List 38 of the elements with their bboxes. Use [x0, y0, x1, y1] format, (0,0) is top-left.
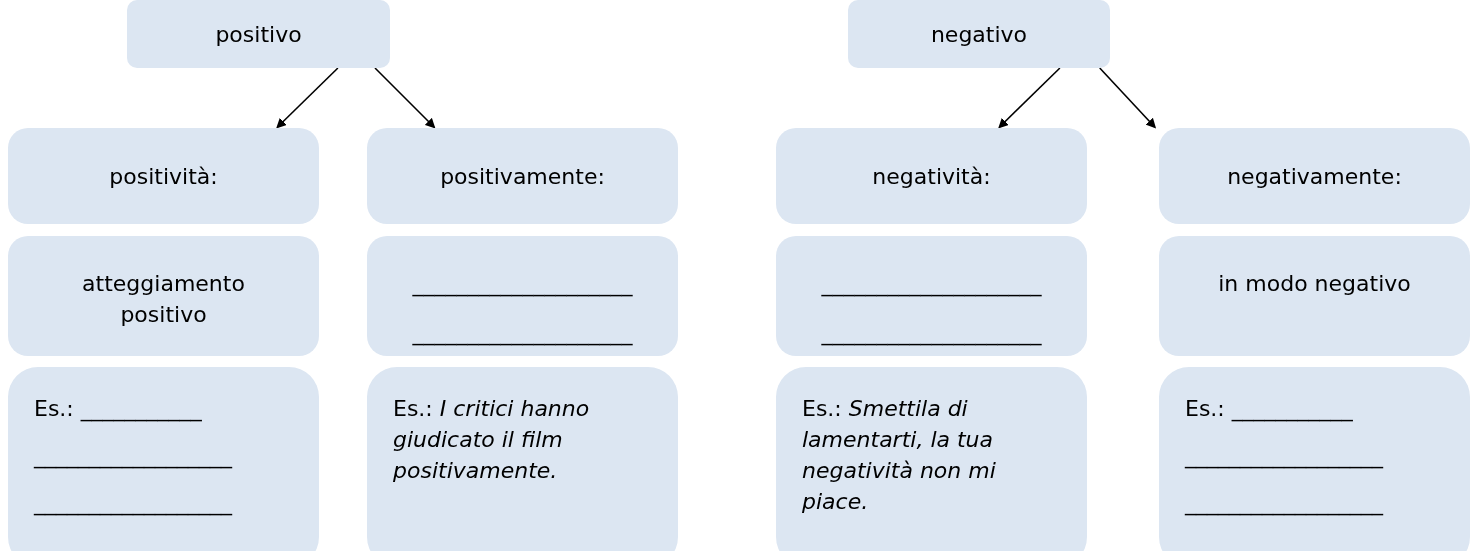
label-box: [8, 367, 319, 551]
label-box: [1159, 128, 1470, 224]
box-text: ____________________: [412, 319, 633, 348]
arrow: [1098, 67, 1157, 129]
box-text: __________________: [34, 489, 232, 518]
box-text: positività:: [109, 162, 218, 191]
arrow: [998, 67, 1061, 129]
box-text: __________________: [1185, 489, 1383, 518]
box-text: positivamente:: [440, 162, 605, 191]
label-box: [1159, 367, 1470, 551]
box-text: ____________________: [412, 270, 633, 299]
label-box: [367, 236, 678, 356]
label-box: [776, 367, 1087, 551]
box-text: ____________________: [821, 270, 1042, 299]
label-box: [127, 0, 390, 68]
label-box: [776, 236, 1087, 356]
box-text: Es.: ___________: [34, 395, 202, 424]
box-text: Es.: I critici hanno giudicato il film positivamente.: [393, 395, 591, 485]
box-text: negatività:: [872, 162, 991, 191]
label-box: [8, 128, 319, 224]
arrow: [374, 67, 436, 129]
label-box: [367, 367, 678, 551]
label-box: [367, 128, 678, 224]
box-text: in modo negativo: [1218, 270, 1411, 298]
box-text: Es.: Smettila di lamentarti, la tua negatività non mi piace.: [802, 395, 997, 516]
label-box: [1159, 236, 1470, 356]
box-text: Es.: ___________: [1185, 395, 1353, 424]
arrow: [276, 67, 339, 129]
box-text: ____________________: [821, 319, 1042, 348]
label-box: [776, 128, 1087, 224]
label-box: [848, 0, 1110, 68]
box-text: __________________: [34, 442, 232, 471]
box-text: __________________: [1185, 442, 1383, 471]
box-text: negativo: [930, 20, 1028, 49]
box-text: negativamente:: [1227, 162, 1402, 191]
box-text: positivo: [215, 20, 302, 49]
box-text: atteggiamento positivo: [81, 270, 246, 329]
label-box: [8, 236, 319, 356]
